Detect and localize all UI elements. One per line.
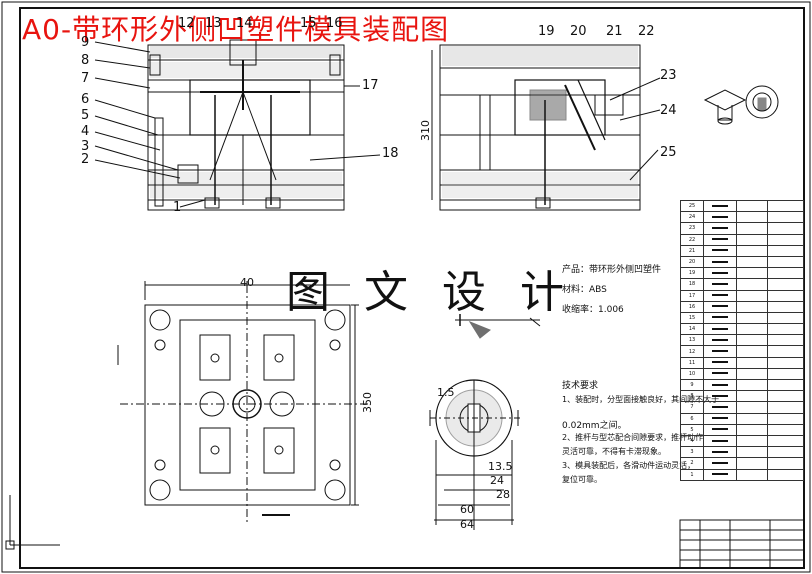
inner-border	[19, 7, 805, 569]
part-label: 9	[81, 35, 90, 50]
bom-row: 9	[680, 378, 804, 392]
part-label: 21	[606, 24, 623, 39]
part-label: 13	[205, 16, 222, 31]
bom-row: 18	[680, 278, 804, 291]
part-label: 14	[236, 16, 253, 31]
dim-1.5: 1.5	[437, 386, 455, 399]
part-label: 22	[638, 24, 655, 39]
part-label: 24	[660, 103, 677, 118]
bom-row: 10	[680, 367, 804, 381]
bom-row: 5	[680, 423, 804, 436]
part-label: 12	[178, 16, 195, 31]
dim-40: 40	[240, 276, 254, 289]
bill-of-materials: 25 24 23 22 21 20 19 18 17 16 15 14 13 1…	[680, 199, 804, 481]
part-label: 1	[173, 200, 182, 215]
watermark: 图 文 设 计	[286, 267, 574, 318]
bom-row: 16	[680, 300, 804, 313]
bom-row: 3	[680, 446, 804, 459]
spec-material: 材料：ABS	[562, 285, 607, 295]
section-view-right	[431, 44, 641, 211]
part-label: 6	[81, 92, 90, 107]
part-label: 16	[326, 16, 343, 31]
dim-60: 60	[460, 503, 474, 516]
plan-view	[117, 281, 370, 525]
part-label: 8	[81, 53, 90, 68]
tech-line: 1、装配时，分型面接触良好，其间隙不大于	[562, 395, 720, 404]
bom-row: 13	[680, 334, 804, 347]
spec-shrinkage: 收缩率：1.006	[562, 305, 624, 315]
spec-product: 产品：带环形外侧凹塑件	[562, 265, 662, 275]
product-plan	[429, 379, 520, 530]
product-section	[455, 314, 541, 339]
dim-24: 24	[490, 474, 504, 487]
dim-13.5: 13.5	[488, 460, 513, 473]
title-block	[679, 519, 805, 569]
bom-row: 22	[680, 233, 804, 246]
tech-line: 灵活可靠，不得有卡滞现象。	[562, 447, 666, 456]
dim-350: 350	[361, 392, 374, 413]
bom-row: 24	[680, 211, 804, 224]
part-label: 20	[570, 24, 587, 39]
tech-heading: 技术要求	[562, 381, 599, 391]
part-label: 19	[538, 24, 555, 39]
bom-row: 8	[680, 390, 804, 403]
tech-line: 2、推杆与型芯配合间隙要求，推杆动作	[562, 433, 704, 442]
part-label: 25	[660, 145, 677, 160]
dim-310: 310	[419, 120, 432, 141]
bom-row: 25	[680, 199, 804, 213]
part-label: 7	[81, 71, 90, 86]
ucs-icon	[5, 495, 60, 550]
bom-row: 4	[680, 434, 804, 448]
dim-64: 64	[460, 518, 474, 531]
drawing-title: A0-带环形外侧凹塑件模具装配图	[22, 13, 450, 46]
bom-row: 19	[680, 267, 804, 280]
tech-line: 复位可靠。	[562, 475, 602, 484]
part-label: 23	[660, 68, 677, 83]
part-label: 15	[300, 16, 317, 31]
part-3d-sketch	[703, 85, 779, 125]
part-label: 3	[81, 139, 90, 154]
bom-row: 20	[680, 255, 804, 269]
bom-row: 2	[680, 457, 804, 470]
bom-row: 14	[680, 323, 804, 336]
part-label: 4	[81, 124, 90, 139]
bom-row: 7	[680, 401, 804, 414]
section-view-left	[147, 39, 345, 211]
bom-row: 6	[680, 412, 804, 425]
tech-line: 0.02mm之间。	[562, 421, 627, 431]
dim-28: 28	[496, 488, 510, 501]
part-label: 18	[382, 146, 399, 161]
part-label: 2	[81, 152, 90, 167]
bom-row: 11	[680, 356, 804, 369]
leader-lines	[94, 41, 661, 208]
bom-row: 21	[680, 244, 804, 257]
bom-row: 23	[680, 222, 804, 235]
bom-row: 15	[680, 311, 804, 325]
part-label: 17	[362, 78, 379, 93]
tech-line: 3、模具装配后，各滑动件运动灵活，	[562, 461, 696, 470]
bom-row: 17	[680, 289, 804, 302]
bom-row: 1	[680, 468, 804, 481]
bom-row: 12	[680, 345, 804, 358]
part-label: 5	[81, 108, 90, 123]
